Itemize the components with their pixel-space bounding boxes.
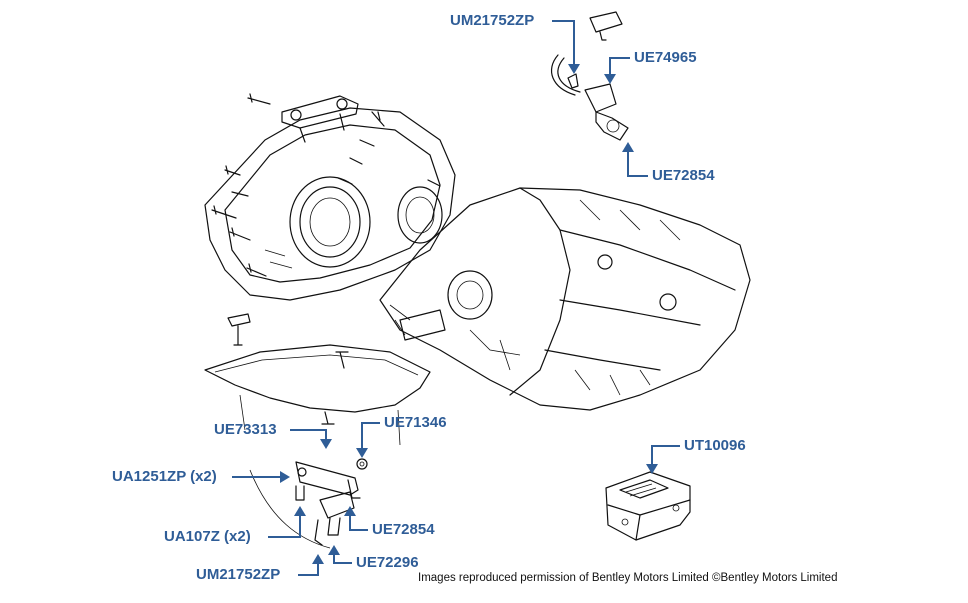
callout-leaders [232,20,680,576]
leader-ue72854-top [627,150,648,177]
leader-ua107z [268,514,301,538]
label-ue71346: UE71346 [384,414,447,431]
label-ut10096: UT10096 [684,437,746,454]
engine-block-drawing [379,187,751,411]
leader-ue73313 [290,429,327,441]
label-um21752zp-top: UM21752ZP [450,12,535,29]
leader-ue72854-bottom [349,514,368,531]
module-drawing [605,471,691,541]
label-ue72854-top: UE72854 [652,167,715,184]
leader-um21752zp-top [552,20,575,66]
label-ua107z: UA107Z (x2) [164,528,251,545]
sump-cover-drawing [204,344,431,549]
bell-housing-drawing [204,93,456,346]
label-ue73313: UE73313 [214,421,277,438]
top-sensor-drawing [551,11,629,141]
leader-ue72296 [333,553,352,564]
label-ue72296: UE72296 [356,554,419,571]
label-ue74965: UE74965 [634,49,697,66]
copyright-credit: Images reproduced permission of Bentley … [418,572,838,584]
sensor-assembly-drawing [295,458,368,546]
leader-ut10096 [651,445,680,466]
label-um21752zp-bottom: UM21752ZP [196,566,281,583]
label-ue72854-bottom: UE72854 [372,521,435,538]
label-ua1251zp: UA1251ZP (x2) [112,468,217,485]
leader-um21752zp-bottom [298,562,319,576]
leader-ue71346 [361,422,380,450]
leader-ue74965 [609,57,630,76]
